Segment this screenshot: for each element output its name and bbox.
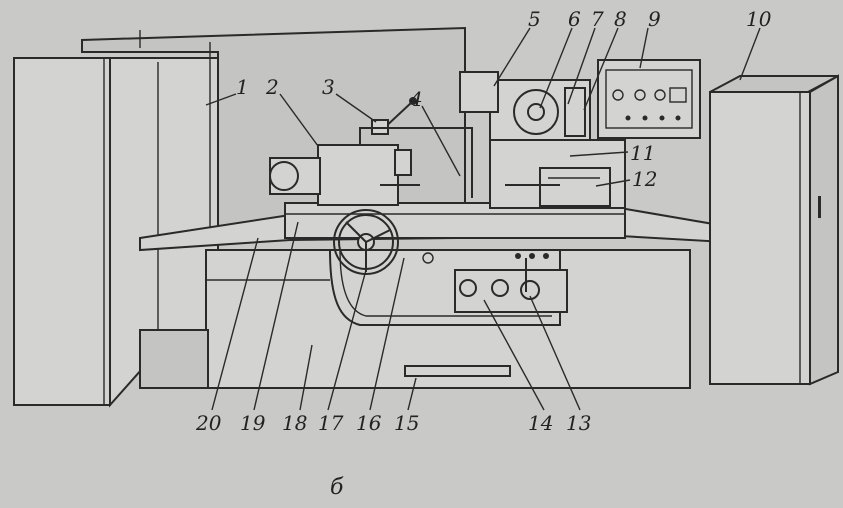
label-8: 8 bbox=[614, 7, 627, 31]
workhead bbox=[269, 144, 420, 206]
label-5: 5 bbox=[528, 7, 541, 31]
left-cabinet bbox=[13, 57, 219, 408]
label-19: 19 bbox=[240, 411, 266, 435]
front-controls bbox=[422, 252, 568, 313]
tailstock bbox=[505, 167, 611, 207]
leader-lines bbox=[205, 27, 761, 411]
caption: б bbox=[330, 475, 344, 500]
label-3: 3 bbox=[322, 75, 335, 99]
label-20: 20 bbox=[195, 411, 222, 435]
label-10: 10 bbox=[746, 7, 772, 31]
label-1: 1 bbox=[236, 75, 249, 99]
control-panel bbox=[597, 59, 701, 139]
label-6: 6 bbox=[568, 7, 581, 31]
top-crank bbox=[359, 97, 473, 198]
callout-labels: 1 2 3 4 5 6 7 8 9 10 11 12 20 19 18 17 1… bbox=[195, 7, 772, 500]
label-12: 12 bbox=[632, 167, 657, 191]
right-cabinet bbox=[709, 74, 839, 386]
label-14: 14 bbox=[528, 411, 553, 435]
pedal-bar bbox=[404, 365, 511, 377]
label-9: 9 bbox=[648, 7, 661, 31]
label-15: 15 bbox=[394, 411, 419, 435]
label-16: 16 bbox=[356, 411, 382, 435]
label-17: 17 bbox=[318, 411, 344, 435]
label-13: 13 bbox=[566, 411, 591, 435]
label-7: 7 bbox=[591, 7, 604, 31]
label-18: 18 bbox=[282, 411, 307, 435]
handwheel bbox=[333, 209, 399, 275]
machine-base bbox=[139, 249, 691, 389]
label-4: 4 bbox=[409, 87, 423, 111]
label-2: 2 bbox=[265, 75, 279, 99]
label-11: 11 bbox=[630, 141, 655, 165]
